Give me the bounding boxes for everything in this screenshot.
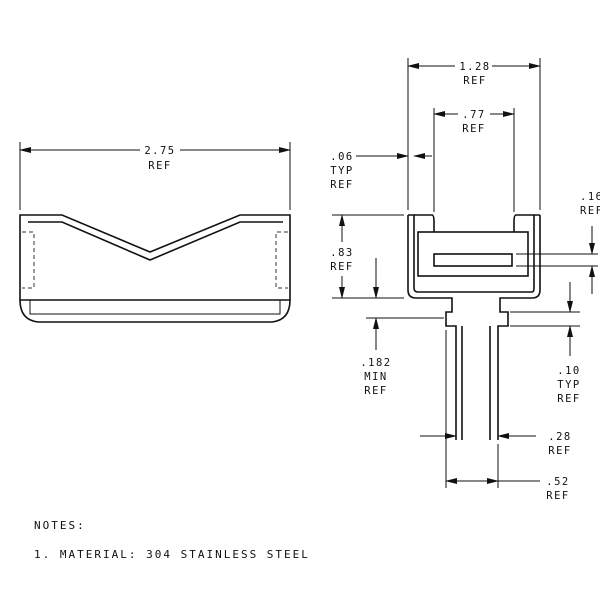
dim-06-note-2: REF <box>330 179 353 191</box>
side-view-outline <box>19 214 291 301</box>
lip-left <box>414 214 435 232</box>
notes-heading: NOTES: <box>34 519 86 532</box>
dim-10-value: .10 <box>557 365 580 377</box>
note-material: 1. MATERIAL: 304 STAINLESS STEEL <box>34 548 310 561</box>
dim-182-note-2: REF <box>364 385 387 397</box>
dim-1-28-value: 1.28 <box>459 61 490 73</box>
hidden-slot-left <box>22 231 35 289</box>
dim-28-value: .28 <box>548 431 571 443</box>
dim-10-note-2: REF <box>557 393 580 405</box>
channel-outline <box>407 215 541 440</box>
dim-182-note-1: MIN <box>364 371 387 383</box>
lip-right <box>513 214 534 232</box>
dim-182-value: .182 <box>360 357 391 369</box>
slot <box>433 253 513 267</box>
bottom-rail <box>19 299 291 323</box>
bottom-rail-inner <box>29 300 281 315</box>
side-view-inner-edge <box>28 221 283 261</box>
dim-83-value: .83 <box>330 247 353 259</box>
dim-77-value: .77 <box>462 109 485 121</box>
hidden-slot-right <box>275 231 288 289</box>
dim-1-28-note: REF <box>463 75 486 87</box>
side-view: 2.75 REF <box>19 142 291 323</box>
section-view: 1.28 REF .77 REF .06 TYP REF .83 REF .18… <box>330 58 600 502</box>
dim-10-note-1: TYP <box>557 379 580 391</box>
channel-inner <box>408 214 540 293</box>
dim-2-75-note: REF <box>148 160 171 172</box>
dim-52-value: .52 <box>546 476 569 488</box>
dim-06-value: .06 <box>330 151 353 163</box>
dim-16-note: REF <box>580 205 600 217</box>
dim-06-note-1: TYP <box>330 165 353 177</box>
dim-2-75-value: 2.75 <box>144 145 175 157</box>
dim-83-note: REF <box>330 261 353 273</box>
dim-28-note: REF <box>548 445 571 457</box>
dim-77-note: REF <box>462 123 485 135</box>
dim-52-note: REF <box>546 490 569 502</box>
dim-16-value: .16 <box>580 191 600 203</box>
